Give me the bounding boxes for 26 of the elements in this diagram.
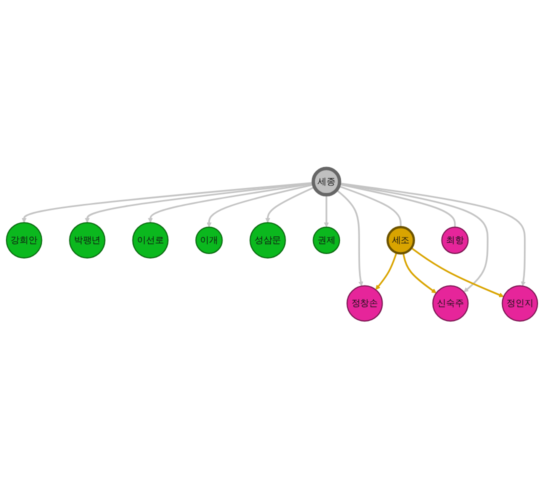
arrow — [402, 253, 436, 294]
connector — [338, 186, 402, 228]
node-circle: 최항 — [441, 226, 469, 254]
arrow — [336, 190, 364, 287]
node-circle: 세조 — [386, 226, 415, 255]
node-circle: 정창손 — [346, 286, 383, 322]
node-circle: 정인지 — [502, 286, 538, 322]
arrow — [265, 186, 315, 224]
node-circle: 이선로 — [132, 222, 169, 259]
node-circle: 강희안 — [6, 222, 42, 259]
node-circle: 이개 — [195, 226, 223, 254]
arrow — [22, 182, 314, 224]
arrow — [339, 183, 488, 292]
arrow — [84, 182, 314, 224]
connector — [339, 184, 456, 228]
arrow — [324, 194, 329, 228]
node-circle: 권제 — [312, 226, 340, 254]
arrow — [375, 252, 398, 290]
node-circle: 성삼문 — [250, 222, 286, 259]
node-circle: 박팽년 — [69, 222, 106, 259]
node-circle: 신숙주 — [432, 286, 469, 322]
arrow — [410, 248, 504, 298]
arrow — [148, 183, 314, 224]
node-circle: 세종 — [312, 167, 342, 197]
arrow — [206, 184, 314, 228]
arrow — [339, 182, 526, 286]
